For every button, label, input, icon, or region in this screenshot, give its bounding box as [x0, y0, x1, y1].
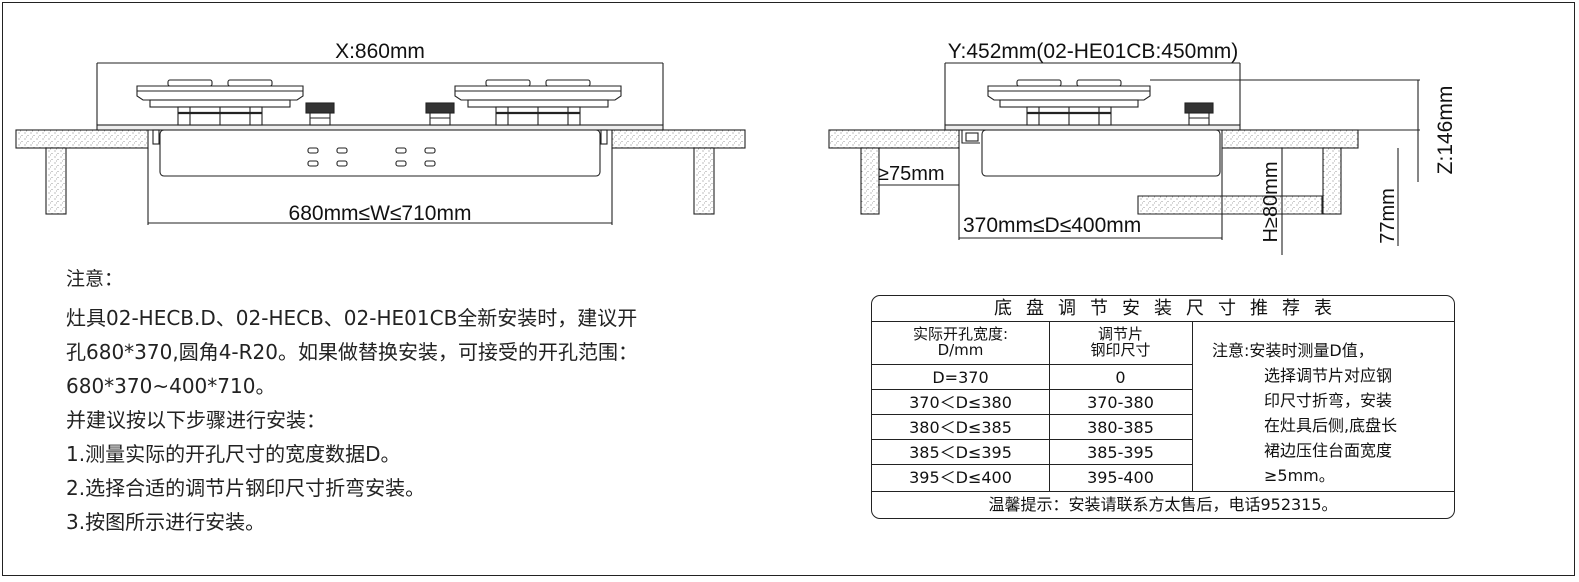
table-note-line-5: 裙边压住台面宽度 [1264, 441, 1393, 460]
left-knob-1 [305, 102, 335, 126]
table-row-4-d: 385＜D≤395 [909, 443, 1012, 462]
right-hob-body [981, 129, 1221, 177]
table-title: 底盘调节安装尺寸推荐表 [872, 296, 1454, 322]
table-row-1-d: D=370 [932, 368, 989, 387]
left-support-left [45, 147, 67, 215]
left-support-right [693, 147, 715, 215]
left-front-view [15, 62, 746, 225]
right-countertop-left [828, 129, 960, 149]
header-col1-line2: D/mm [937, 341, 984, 359]
right-hob-glass [944, 124, 1241, 131]
left-burner-2 [454, 79, 622, 126]
table-row-3-d: 380＜D≤385 [909, 418, 1012, 437]
table-note-line-1: 注意:安装时测量D值， [1212, 341, 1374, 360]
table-note-line-4: 在灶具后侧,底盘长 [1264, 416, 1398, 435]
left-vent-holes [307, 147, 436, 167]
header-col2-line1: 调节片 [1097, 325, 1143, 343]
steps-intro: 并建议按以下步骤进行安装： [66, 408, 326, 432]
table-row-5-d: 395＜D≤400 [909, 468, 1012, 487]
step-3: 3.按图所示进行安装。 [66, 510, 266, 534]
right-burner [987, 79, 1151, 126]
notes-line-1: 灶具02-HECB.D、02-HECB、02-HE01CB全新安装时，建议开 [66, 306, 638, 330]
w-dimension-label: 680mm≤W≤710mm [289, 202, 472, 225]
x-dimension-label: X:860mm [335, 40, 425, 63]
table-footer: 温馨提示：安装请联系方太售后，电话952315。 [988, 495, 1338, 514]
right-knob [1184, 102, 1214, 126]
right-support-right [1322, 147, 1342, 215]
under-dimension-label: 77mm [1377, 188, 1399, 244]
table-row-2-d: 370＜D≤380 [909, 393, 1012, 412]
left-hob-body [159, 129, 601, 177]
right-lower-shelf [1137, 195, 1323, 215]
right-support-left [860, 147, 880, 215]
left-countertop-right [611, 129, 746, 149]
right-countertop-right [1221, 129, 1359, 149]
notes-heading: 注意： [66, 268, 124, 290]
left-knob-2 [425, 102, 455, 126]
edge-dimension-label: ≥75mm [878, 163, 945, 185]
table-row-3-stamp: 380-385 [1087, 418, 1154, 437]
table-row-4-stamp: 385-395 [1087, 443, 1154, 462]
z-dimension-label: Z:146mm [1434, 86, 1457, 175]
y-dimension-label: Y:452mm(02-HE01CB:450mm) [948, 40, 1239, 63]
header-col2-line2: 钢印尺寸 [1090, 341, 1151, 359]
table-row-5-stamp: 395-400 [1087, 468, 1154, 487]
h-dimension-label: H≥80mm [1260, 162, 1282, 243]
header-col1: 实际开孔宽度: D/mm [872, 326, 1049, 358]
header-col2: 调节片 钢印尺寸 [1049, 326, 1192, 358]
installation-notes: 注意： 灶具02-HECB.D、02-HECB、02-HE01CB全新安装时，建… [66, 264, 786, 539]
step-2: 2.选择合适的调节片钢印尺寸折弯安装。 [66, 476, 426, 500]
notes-line-2: 孔680*370,圆角4-R20。如果做替换安装，可接受的开孔范围： [66, 340, 638, 364]
left-hob-glass [96, 124, 664, 131]
table-row-2-stamp: 370-380 [1087, 393, 1154, 412]
adjustment-table: 底盘调节安装尺寸推荐表 实际开孔宽度: D/mm 调节片 钢印尺寸 D=370 … [871, 295, 1455, 519]
step-1: 1.测量实际的开孔尺寸的宽度数据D。 [66, 442, 401, 466]
right-side-view [828, 62, 1420, 255]
notes-line-3: 680*370~400*710。 [66, 374, 276, 398]
table-note-line-6: ≥5mm。 [1264, 466, 1335, 485]
d-dimension-label: 370mm≤D≤400mm [963, 214, 1141, 237]
table-note: 注意:安装时测量D值， 选择调节片对应钢 印尺寸折弯，安装 在灶具后侧,底盘长 … [1212, 338, 1452, 488]
left-countertop-left [15, 129, 149, 149]
table-note-line-3: 印尺寸折弯，安装 [1264, 391, 1393, 410]
table-row-1-stamp: 0 [1115, 368, 1126, 387]
header-col1-line1: 实际开孔宽度: [912, 325, 1009, 343]
table-note-line-2: 选择调节片对应钢 [1264, 366, 1393, 385]
left-burner-1 [136, 79, 304, 126]
